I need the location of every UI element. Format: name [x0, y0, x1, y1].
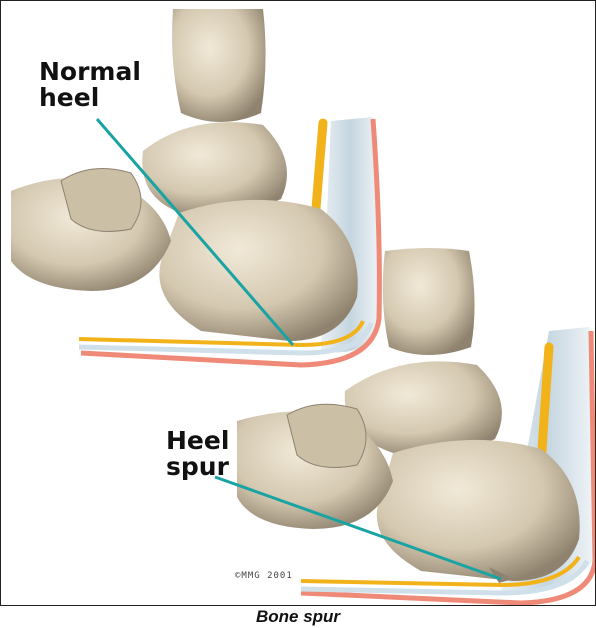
- calcaneus-bottom: [377, 440, 580, 581]
- calcaneus-top: [159, 200, 357, 341]
- illustration-frame: Normal heel Heel spur ©MMG 2001: [0, 0, 596, 606]
- copyright-text: ©MMG 2001: [235, 571, 293, 581]
- normal-heel-label: Normal heel: [39, 59, 141, 112]
- figure-caption: Bone spur: [0, 606, 596, 628]
- heel-spur-label: Heel spur: [166, 428, 229, 481]
- tibia-top: [172, 9, 266, 122]
- tibia-bottom: [383, 248, 475, 355]
